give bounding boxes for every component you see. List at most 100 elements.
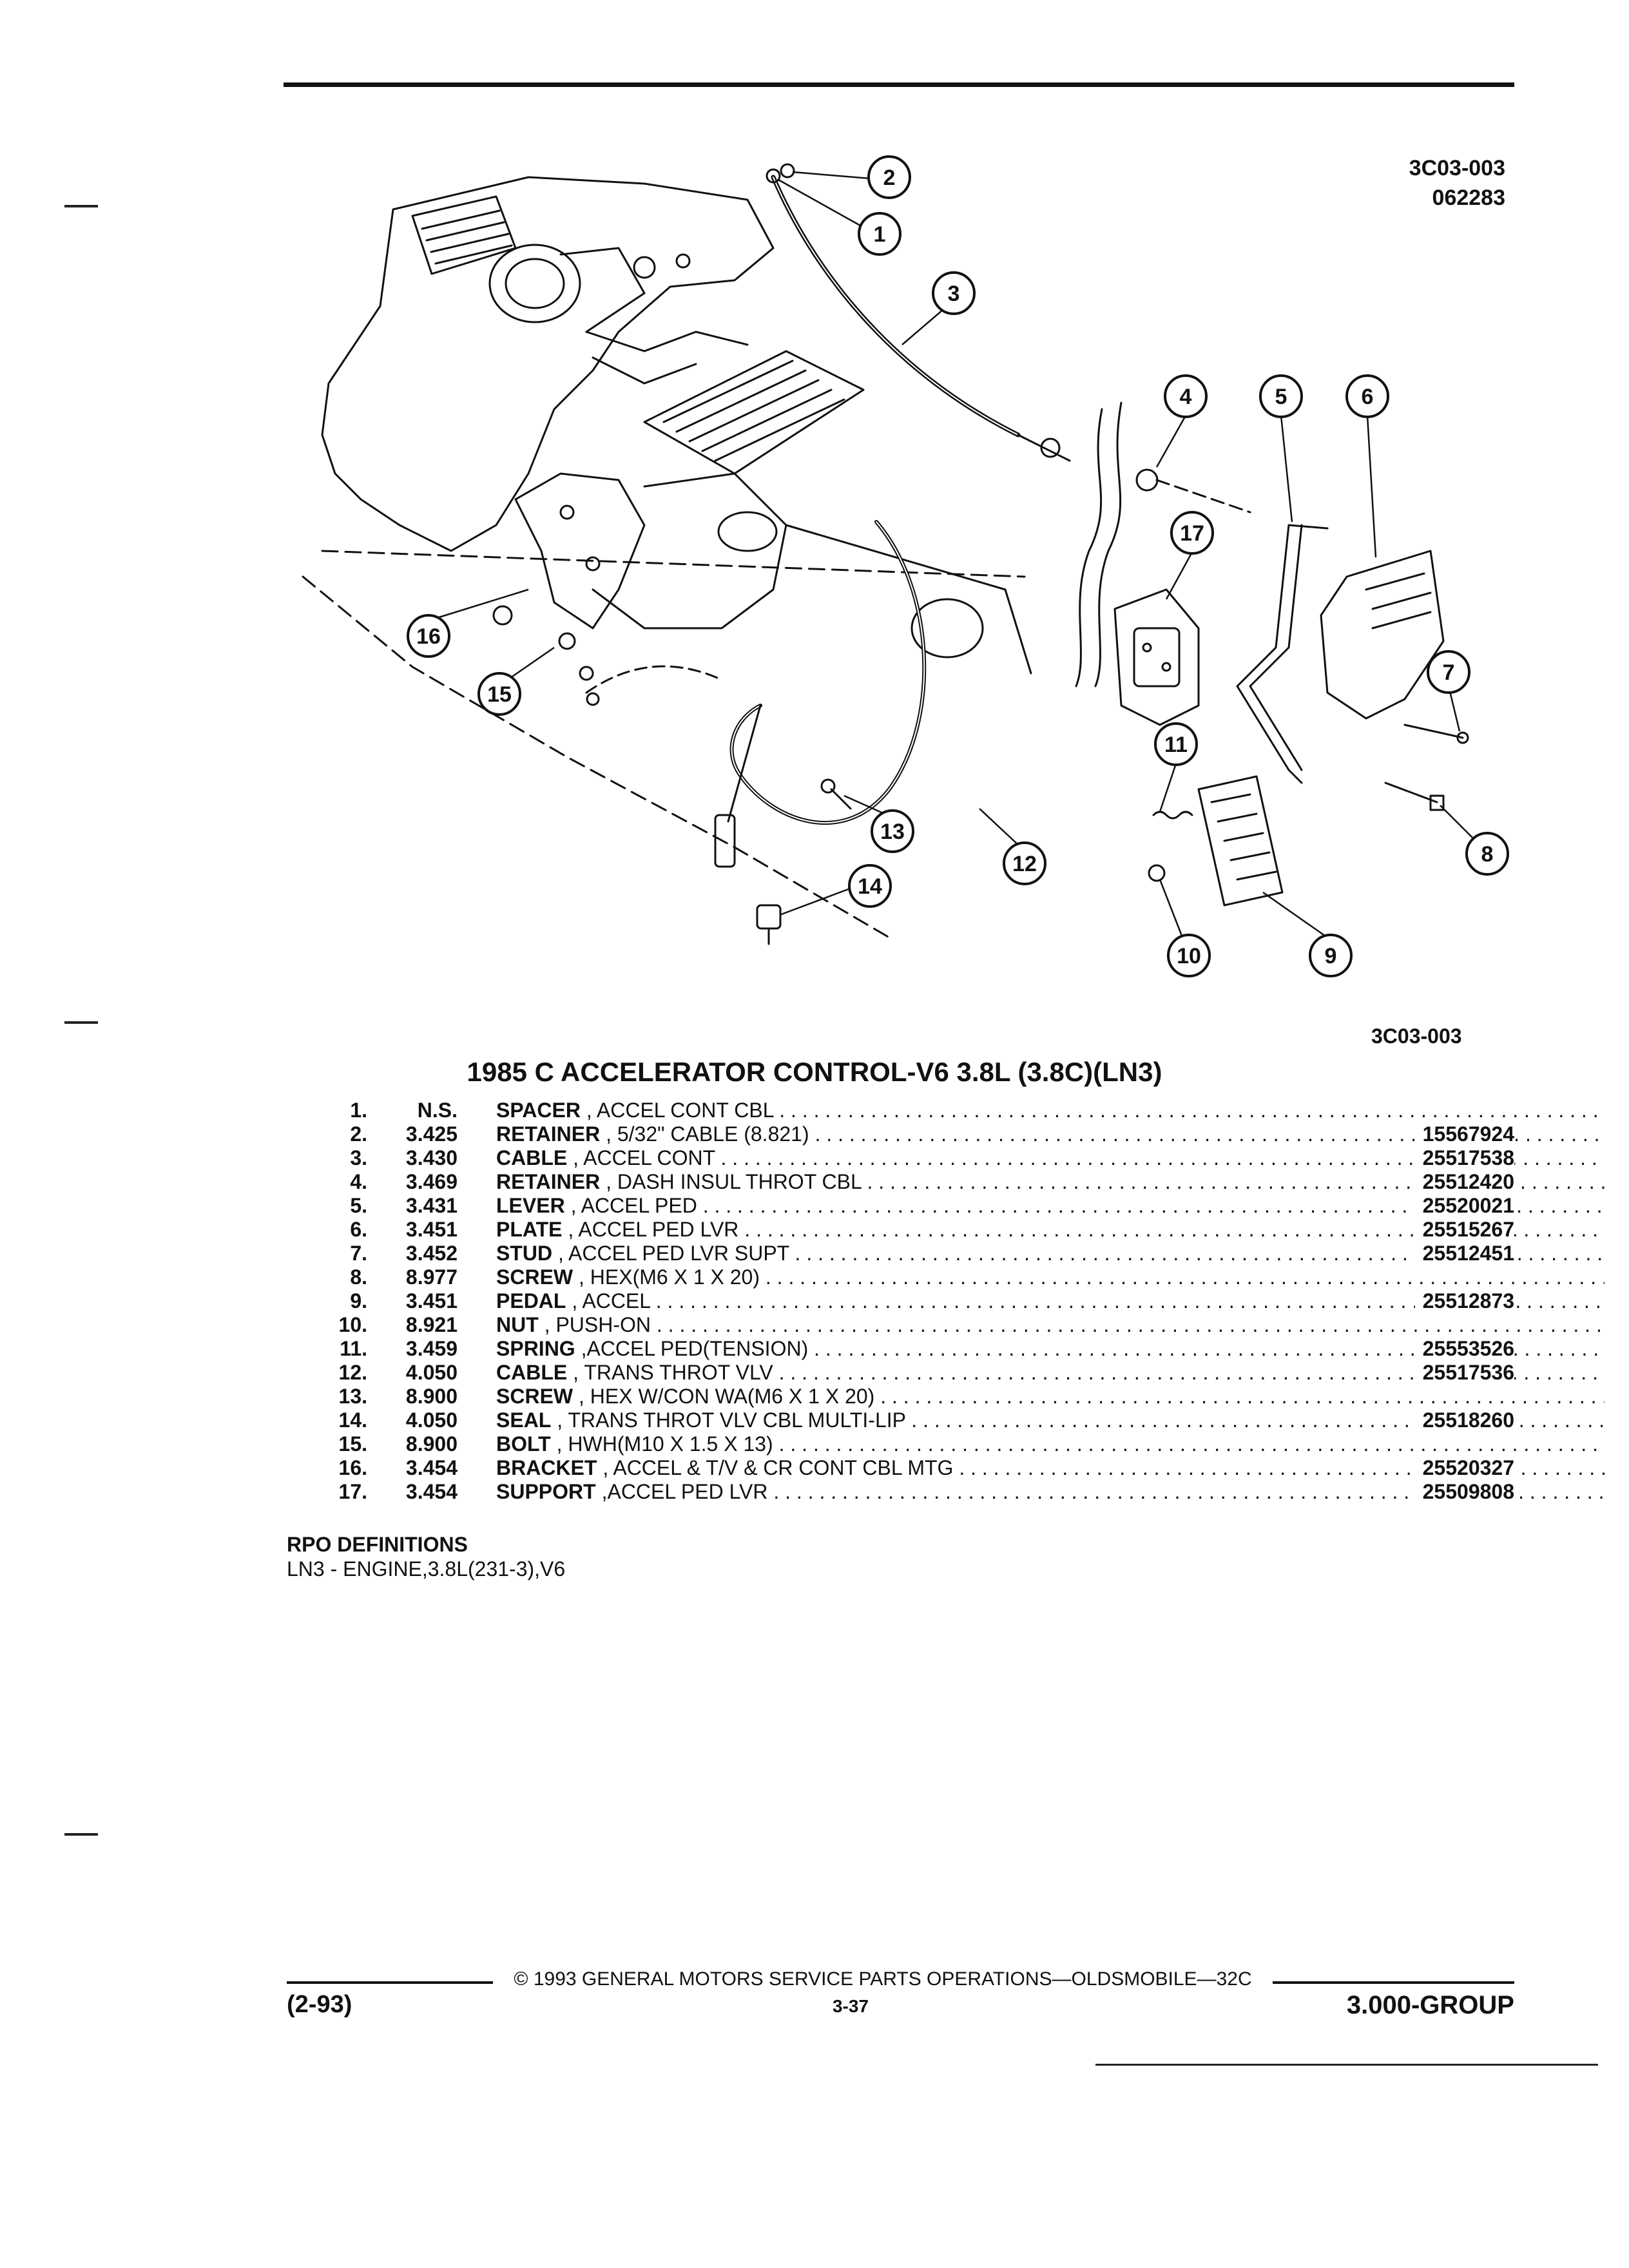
parts-row: 13. 8.900 SCREW , HEX W/CON WA(M6 X 1 X 20… [303,1385,1605,1408]
item-description: BOLT , HWH(M10 X 1.5 X 13) . . . . . . .… [496,1432,1605,1456]
callout-3: 3 [932,271,976,315]
item-number: 10. [338,1313,367,1336]
svg-text:7: 7 [1443,660,1455,685]
item-number: 17. [338,1480,367,1503]
item-number: 11. [340,1337,367,1360]
item-number: 14. [338,1408,367,1432]
group-number: 3.430 [405,1146,458,1169]
part-number: 15567924 [1414,1122,1514,1146]
figure-code: 3C03-003 [1409,156,1505,180]
figure-reference: 3C03-003 [1371,1024,1462,1048]
svg-text:12: 12 [1012,852,1037,876]
parts-row: 10. 8.921 NUT , PUSH-ON . . . . . . . . . … [303,1313,1605,1337]
group-number: N.S. [417,1099,458,1122]
item-description: NUT , PUSH-ON . . . . . . . . . . . . . … [496,1313,1605,1336]
footer-rule-right [1273,1981,1514,1984]
item-number: 1. [350,1099,367,1122]
margin-mark [64,205,98,207]
part-number: 25512420 [1414,1170,1514,1194]
group-label: 3.000-GROUP [1346,1991,1514,2019]
callout-12: 12 [1003,841,1046,885]
item-number: 3. [350,1146,367,1169]
item-number: 5. [350,1194,367,1217]
callout-7: 7 [1427,650,1470,694]
svg-text:13: 13 [880,820,905,844]
item-number: 4. [350,1170,367,1193]
callout-15: 15 [477,672,521,716]
group-number: 8.900 [405,1432,458,1456]
item-number: 8. [350,1265,367,1289]
svg-text:5: 5 [1275,385,1287,409]
callout-1: 1 [858,212,901,256]
item-number: 6. [350,1218,367,1241]
group-number: 4.050 [405,1361,458,1384]
svg-text:14: 14 [858,874,882,899]
svg-text:16: 16 [416,624,441,649]
group-number: 3.431 [405,1194,458,1217]
part-number: 25520021 [1414,1194,1514,1218]
parts-list: 1.N.S.SPACER , ACCEL CONT CBL . . . . . … [303,1099,1605,1504]
parts-row: 1.N.S.SPACER , ACCEL CONT CBL . . . . . … [303,1099,1605,1122]
callout-13: 13 [871,809,914,853]
rpo-definitions: RPO DEFINITIONS LN3 - ENGINE,3.8L(231-3)… [287,1532,565,1581]
callout-8: 8 [1465,832,1509,876]
item-description: SCREW , HEX(M6 X 1 X 20) . . . . . . . .… [496,1265,1605,1289]
margin-mark [64,1833,98,1836]
svg-text:11: 11 [1164,733,1188,757]
callout-9: 9 [1309,934,1353,977]
group-number: 8.921 [405,1313,458,1336]
callout-10: 10 [1167,934,1211,977]
group-number: 8.977 [405,1265,458,1289]
svg-text:8: 8 [1481,842,1494,867]
svg-text:17: 17 [1180,521,1204,546]
svg-text:9: 9 [1325,944,1337,968]
part-number: 25509808 [1414,1480,1514,1504]
item-description: SCREW , HEX W/CON WA(M6 X 1 X 20) . . . … [496,1385,1605,1408]
copyright-notice: © 1993 GENERAL MOTORS SERVICE PARTS OPER… [514,1968,1252,1990]
svg-text:1: 1 [874,222,886,247]
top-rule [284,82,1514,87]
callout-5: 5 [1259,374,1303,418]
callout-14: 14 [848,864,892,908]
revision-date: (2-93) [287,1991,352,2018]
callout-17: 17 [1170,511,1214,555]
rpo-line: LN3 - ENGINE,3.8L(231-3),V6 [287,1557,566,1581]
svg-text:3: 3 [948,282,960,306]
item-number: 12. [338,1361,367,1384]
callout-11: 11 [1154,722,1198,766]
group-number: 3.454 [405,1456,458,1479]
part-number: 25512451 [1414,1242,1514,1265]
group-number: 3.454 [405,1480,458,1503]
callouts: 2 1 3 4 5 6 17 7 11 8 13 12 14 10 9 16 1… [407,155,1509,977]
page-number: 3-37 [832,1996,869,2016]
parts-row: 8. 8.977 SCREW , HEX(M6 X 1 X 20) . . . . … [303,1265,1605,1289]
callout-2: 2 [867,155,911,199]
part-number: 25512873 [1414,1289,1514,1313]
svg-text:10: 10 [1177,944,1201,968]
item-number: 9. [350,1289,367,1312]
part-number: 25518260 [1414,1408,1514,1432]
part-number: 25553526 [1414,1337,1514,1361]
part-number: 25515267 [1414,1218,1514,1242]
engine-illustration [302,163,1469,945]
part-number: 25520327 [1414,1456,1514,1480]
group-number: 3.425 [405,1122,458,1146]
item-number: 13. [338,1385,367,1408]
group-number: 8.900 [405,1385,458,1408]
rpo-heading: RPO DEFINITIONS [287,1533,468,1556]
svg-text:15: 15 [487,682,512,707]
group-number: 3.451 [405,1289,458,1312]
margin-mark [1095,2064,1598,2066]
item-number: 7. [350,1242,367,1265]
